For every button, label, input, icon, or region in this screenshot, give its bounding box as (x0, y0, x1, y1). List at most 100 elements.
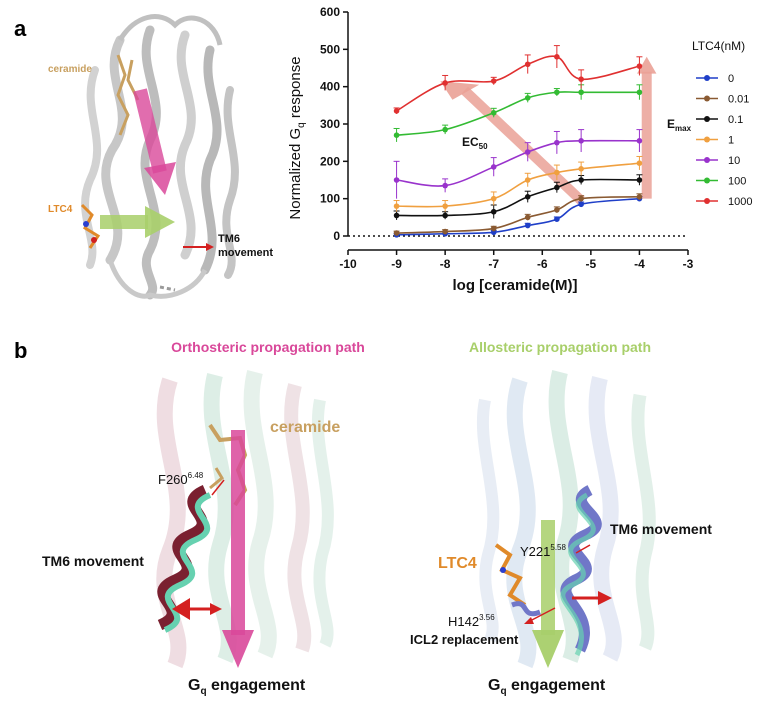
data-point (578, 166, 584, 172)
series-0.1 (393, 174, 643, 220)
data-point (393, 177, 400, 183)
legend-swatch-dot (704, 198, 710, 204)
series-100 (393, 84, 643, 142)
data-point (636, 63, 643, 69)
legend-swatch-dot (704, 95, 710, 102)
tm6-label-left: TM6 movement (42, 553, 144, 569)
legend-swatch-dot (704, 75, 710, 81)
series-0.01 (393, 193, 643, 236)
x-axis-label: log [ceramide(M)] (452, 277, 577, 294)
x-tick-label: -4 (634, 257, 645, 271)
data-point (490, 78, 497, 84)
ceramide-label-b: ceramide (270, 419, 340, 436)
data-point (490, 164, 497, 170)
legend-swatch-dot (704, 157, 710, 163)
icl2-label: ICL2 replacement (410, 632, 519, 647)
data-point (554, 139, 560, 146)
data-point (636, 89, 643, 96)
data-point (490, 225, 497, 232)
x-tick-label: -3 (683, 257, 694, 271)
legend-label: 0.1 (728, 114, 743, 126)
allosteric-title: Allosteric propagation path (469, 339, 651, 355)
emax-label: Emax (667, 117, 692, 133)
legend-swatch-dot (704, 116, 710, 122)
x-tick-label: -10 (339, 257, 357, 271)
series-1000 (393, 45, 643, 114)
data-point (636, 138, 643, 144)
panel-a-letter: a (14, 16, 27, 41)
receptor-structure-a (80, 14, 239, 300)
data-point (636, 177, 643, 183)
panel-b-letter: b (14, 338, 27, 363)
y-axis-label: Normalized Gq response (287, 56, 307, 219)
y-tick-label: 500 (320, 42, 340, 56)
series-line (396, 197, 640, 236)
series-line (396, 55, 640, 112)
orthosteric-structure (156, 370, 334, 669)
ceramide-label-a: ceramide (48, 64, 92, 75)
x-tick-label: -5 (586, 257, 597, 271)
y221-label: Y2215.58 (520, 543, 566, 559)
data-point (393, 132, 400, 138)
data-point (554, 169, 560, 176)
legend-title: LTC4(nM) (692, 39, 745, 53)
h142-label: H1423.56 (448, 613, 495, 629)
y-tick-label: 200 (320, 154, 340, 168)
y-tick-label: 600 (320, 5, 340, 19)
data-point (490, 195, 497, 202)
data-point (442, 212, 448, 219)
data-point (554, 207, 560, 213)
data-point (578, 76, 584, 82)
data-point (578, 89, 584, 96)
x-tick-label: -9 (391, 257, 402, 271)
data-point (442, 126, 448, 133)
data-point (524, 61, 531, 68)
data-point (524, 149, 531, 155)
data-point (554, 89, 560, 96)
y-tick-label: 100 (320, 192, 340, 206)
series-line (396, 91, 640, 136)
legend-swatch-dot (704, 136, 710, 143)
data-point (554, 216, 560, 222)
ec50-arrow-head (440, 81, 480, 100)
series-layer (393, 45, 643, 238)
legend-label: 0.01 (728, 94, 749, 106)
data-point (393, 230, 400, 236)
tm6-label-line1-a: TM6 (218, 233, 240, 245)
legend-label: 1 (728, 135, 734, 147)
legend-label: 0 (728, 73, 734, 85)
orthosteric-title: Orthosteric propagation path (171, 339, 365, 355)
data-point (636, 194, 643, 200)
x-tick-label: -8 (440, 257, 451, 271)
y-tick-label: 0 (333, 229, 340, 243)
data-point (524, 194, 531, 200)
data-point (578, 138, 584, 144)
data-point (490, 110, 497, 116)
data-point (393, 108, 400, 114)
data-point (636, 160, 643, 166)
data-point (393, 212, 400, 219)
data-point (442, 80, 448, 86)
emax-arrow-head (637, 56, 657, 74)
legend-label: 10 (728, 155, 740, 167)
ltc4-label-a: LTC4 (48, 204, 73, 215)
data-point (554, 184, 560, 191)
gq-engagement-right: Gq engagement (488, 677, 606, 697)
data-point (554, 54, 560, 60)
data-point (442, 203, 448, 209)
series-10 (393, 129, 643, 199)
y-tick-label: 400 (320, 80, 340, 94)
tm6-label-right: TM6 movement (610, 521, 712, 537)
data-point (578, 195, 584, 202)
f260-label: F2606.48 (158, 471, 204, 487)
gq-engagement-left: Gq engagement (188, 677, 306, 697)
series-1 (393, 155, 643, 212)
data-point (524, 214, 531, 221)
data-point (524, 177, 531, 183)
legend-label: 100 (728, 176, 746, 188)
legend-swatch-dot (704, 177, 710, 184)
